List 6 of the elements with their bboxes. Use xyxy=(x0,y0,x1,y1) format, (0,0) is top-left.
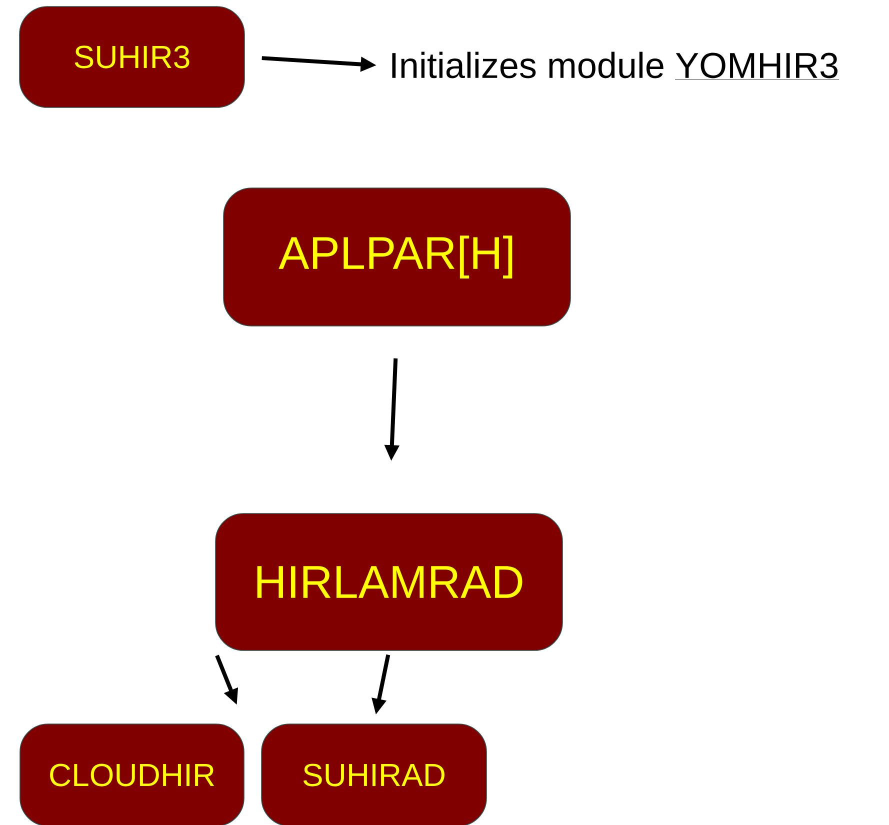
process-box: CLOUDHIR xyxy=(20,724,244,825)
process-box: SUHIRAD xyxy=(261,724,487,825)
process-box: SUHIR3 xyxy=(19,6,245,108)
process-box: HIRLAMRAD xyxy=(215,513,563,651)
process-box: APLPAR[H] xyxy=(223,188,571,326)
description-text: Initializes module YOMHIR3 xyxy=(392,52,840,80)
